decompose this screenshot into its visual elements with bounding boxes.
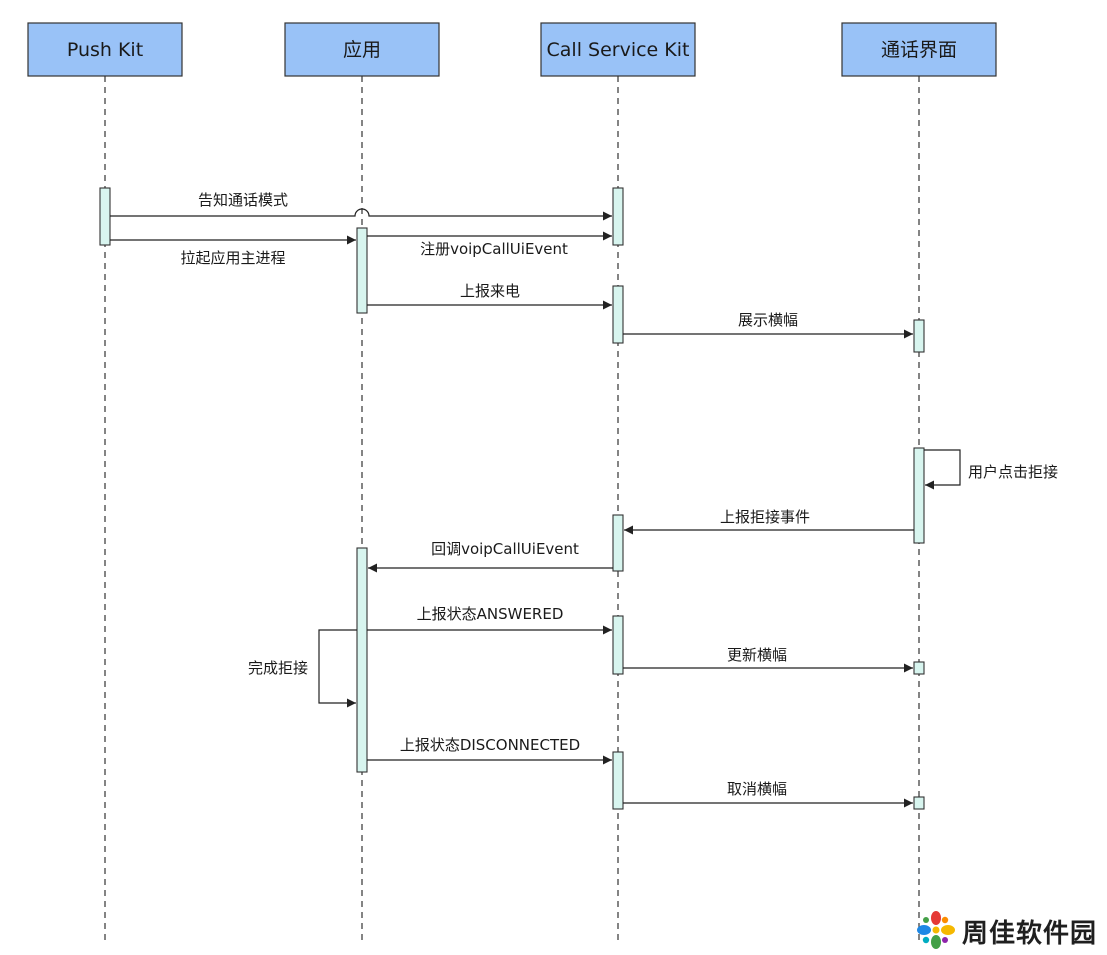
participant-label: Push Kit (67, 39, 143, 61)
activation-call-kit-2 (612, 285, 624, 344)
activation-app-1 (356, 227, 368, 314)
activation-call-kit-5 (612, 751, 624, 810)
pinwheel-logo-icon (917, 911, 955, 949)
messages (110, 208, 961, 808)
participant-push-kit: Push Kit (27, 22, 183, 77)
message-labels: 告知通话模式 拉起应用主进程 注册voipCallUiEvent 上报来电 展示… (180, 191, 1058, 798)
activation-call-kit-4 (612, 615, 624, 675)
message-arrow (110, 208, 612, 221)
message-label-notify-call-mode: 告知通话模式 (198, 191, 288, 209)
participant-label: 通话界面 (881, 39, 957, 61)
participant-label: Call Service Kit (547, 39, 690, 61)
activation-ui-3 (913, 661, 925, 675)
message-label-report-answered: 上报状态ANSWERED (417, 605, 564, 623)
self-message-arrow (318, 629, 357, 708)
watermark-text: 周佳软件园 (962, 919, 1098, 949)
participant-label: 应用 (343, 39, 381, 61)
message-label-report-disconnected: 上报状态DISCONNECTED (400, 736, 580, 754)
participant-call-service-kit: Call Service Kit (540, 22, 696, 77)
watermark: 周佳软件园 (914, 908, 1104, 952)
participant-call-ui: 通话界面 (841, 22, 997, 77)
message-label-user-reject: 用户点击拒接 (968, 463, 1058, 481)
activation-ui-1 (913, 319, 925, 353)
message-label-register-event: 注册voipCallUiEvent (420, 240, 568, 258)
message-label-launch-app: 拉起应用主进程 (180, 249, 285, 267)
activation-ui-4 (913, 796, 925, 810)
activation-push-kit (99, 187, 111, 246)
message-label-report-incoming: 上报来电 (460, 282, 520, 300)
message-label-update-banner: 更新横幅 (727, 646, 787, 664)
self-message-arrow (924, 449, 961, 490)
activations (99, 187, 925, 810)
activation-ui-2 (913, 447, 925, 544)
activation-call-kit-3 (612, 514, 624, 572)
message-label-report-reject: 上报拒接事件 (720, 508, 810, 526)
message-label-finish-reject: 完成拒接 (248, 659, 308, 677)
participant-app: 应用 (284, 22, 440, 77)
message-label-show-banner: 展示横幅 (738, 311, 798, 329)
message-label-callback-event: 回调voipCallUiEvent (431, 540, 579, 558)
activation-app-2 (356, 547, 368, 773)
message-label-cancel-banner: 取消横幅 (727, 780, 787, 798)
activation-call-kit-1 (612, 187, 624, 246)
